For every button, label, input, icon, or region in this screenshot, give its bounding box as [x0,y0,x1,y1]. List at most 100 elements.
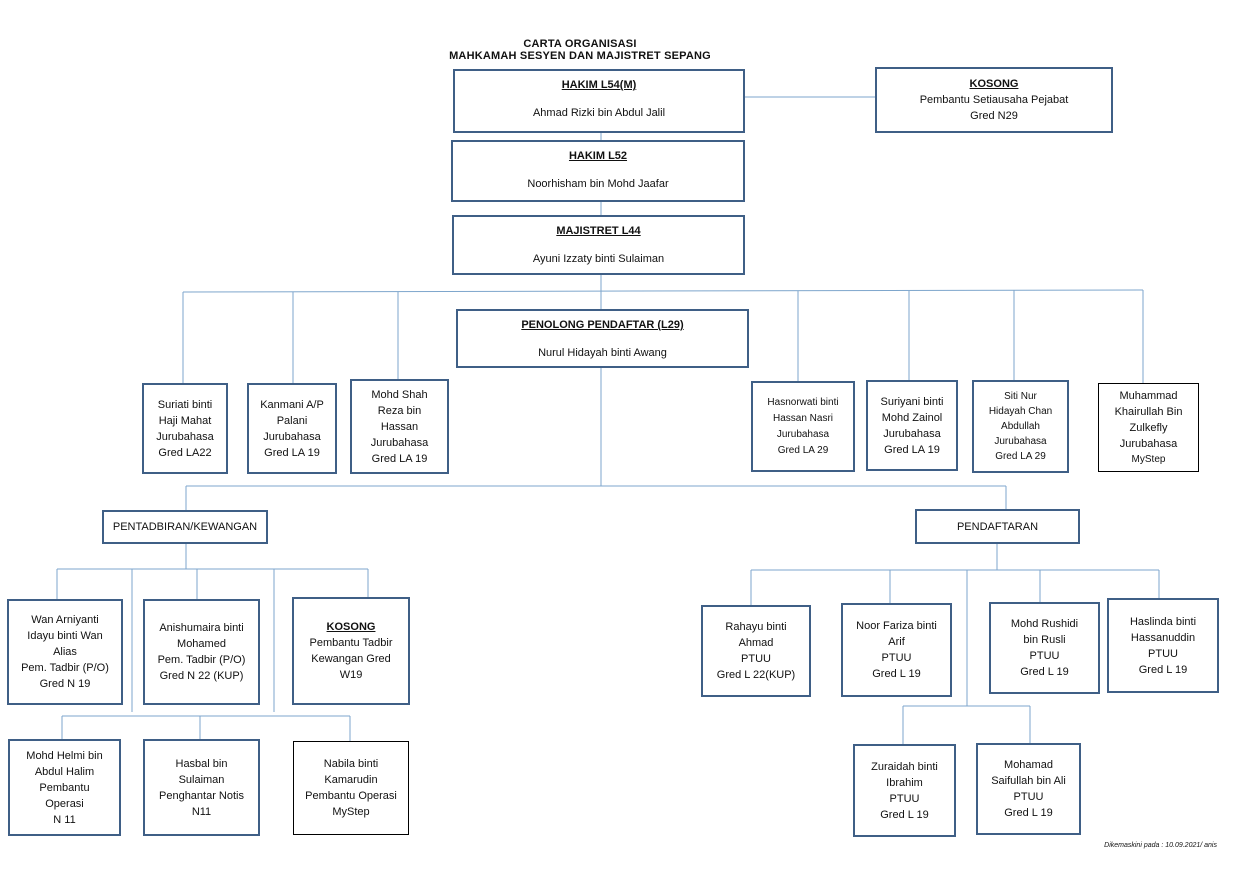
box-line: Pem. Tadbir (P/O) [21,662,109,674]
box-line: Gred LA 19 [884,443,940,456]
box-line: Idayu binti Wan [27,630,103,642]
box-line: Sulaiman [178,773,225,786]
box-line: Pembantu Tadbir [309,637,393,649]
box-line: Wan Arniyanti [31,614,99,626]
box-line: Gred N29 [970,110,1018,122]
box-line: Jurubahasa [263,430,321,443]
box-line: N11 [191,805,212,818]
box-line: W19 [339,669,363,681]
box-line: PTUU [889,792,920,805]
box-line: Nabila binti [323,758,379,770]
box-line: PENDAFTARAN [956,520,1039,533]
box-rahayu: Rahayu binti Ahmad PTUU Gred L 22(KUP) [701,605,811,697]
box-line: Hassan Nasri [772,412,834,424]
box-line: Jurubahasa [370,436,429,449]
box-line: PTUU [741,653,771,665]
box-line: Noorhisham bin Mohd Jaafar [527,178,669,190]
box-suriati: Suriati binti Haji Mahat Jurubahasa Gred… [142,383,228,474]
box-line: Kamarudin [324,774,378,786]
box-line: Gred L 19 [1020,666,1069,678]
box-hasbal: Hasbal bin Sulaiman Penghantar Notis N11 [143,739,260,836]
box-line: Gred LA 29 [995,451,1046,462]
box-line: N 11 [53,813,76,826]
box-line: Mohd Helmi bin [26,749,103,762]
box-line: Penghantar Notis [159,789,244,802]
box-line: Ibrahim [886,776,923,789]
box-line: Ahmad Rizki bin Abdul Jalil [532,107,666,119]
box-hakim-l54: HAKIM L54(M) Ahmad Rizki bin Abdul Jalil [453,69,745,133]
box-line: Jurubahasa [156,430,214,443]
box-line: PTUU [1029,650,1060,662]
box-line: Hasbal bin [175,757,228,770]
box-line: Ahmad [738,637,774,649]
box-line: Gred LA 19 [371,452,428,465]
box-line: Zuraidah binti [871,760,938,773]
box-line: Arif [888,636,905,648]
box-line: Zulkefly [1129,421,1168,434]
box-line: Pem. Tadbir (P/O) [157,654,246,666]
box-line: Hassanuddin [1130,631,1196,644]
box-line: Hasnorwati binti [767,396,839,408]
box-kosong-w19: KOSONG Pembantu Tadbir Kewangan Gred W19 [292,597,410,705]
box-heading: HAKIM L54(M) [561,79,637,91]
updated-note: Dikemaskini pada : 10.09.2021/ anis [1104,842,1217,849]
box-line: Siti Nur [1004,391,1037,402]
box-line: Gred N 22 (KUP) [159,670,244,682]
box-line: Mohamed [177,638,226,650]
box-siti-nur: Siti Nur Hidayah Chan Abdullah Jurubahas… [972,380,1069,473]
box-hakim-l52: HAKIM L52 Noorhisham bin Mohd Jaafar [451,140,745,202]
box-line: Gred LA 19 [264,446,320,459]
box-line: Abdullah [1001,421,1040,432]
chart-title-line1: CARTA ORGANISASI [523,38,637,50]
box-line: Kanmani A/P [260,398,324,411]
box-line: Gred L 19 [880,808,929,821]
box-line: Haji Mahat [158,414,212,427]
box-line: Gred LA 29 [777,444,829,456]
box-line: Hassan [380,420,419,433]
box-line: Rahayu binti [725,621,787,633]
box-line: Abdul Halim [34,765,95,778]
box-line: Haslinda binti [1129,615,1197,628]
box-line: Jurubahasa [883,427,941,440]
box-line: Suriati binti [157,398,213,411]
box-line: Khairullah Bin [1114,405,1183,418]
box-line: Alias [53,646,77,658]
box-suriyani: Suriyani binti Mohd Zainol Jurubahasa Gr… [866,380,958,471]
box-mohd-shah: Mohd Shah Reza bin Hassan Jurubahasa Gre… [350,379,449,474]
box-line: Pembantu Setiausaha Pejabat [919,94,1069,106]
box-zuraidah: Zuraidah binti Ibrahim PTUU Gred L 19 [853,744,956,837]
box-line: Gred L 19 [872,668,921,680]
box-line: Jurubahasa [776,428,830,440]
box-pendaftaran: PENDAFTARAN [915,509,1080,544]
box-noor-fariza: Noor Fariza binti Arif PTUU Gred L 19 [841,603,952,697]
box-muhammad-khairullah: Muhammad Khairullah Bin Zulkefly Jurubah… [1098,383,1199,472]
box-line: Reza bin [377,404,422,417]
box-kosong-top: KOSONG Pembantu Setiausaha Pejabat Gred … [875,67,1113,133]
box-line: Hidayah Chan [988,406,1053,417]
box-line: Mohamad [1004,759,1053,771]
box-line: Operasi [45,797,84,810]
box-line: Gred N 19 [39,678,91,690]
box-line: Mohd Zainol [881,411,943,424]
box-heading: HAKIM L52 [568,150,628,162]
box-wan-arniyanti: Wan Arniyanti Idayu binti Wan Alias Pem.… [7,599,123,705]
box-mohamad-saifullah: Mohamad Saifullah bin Ali PTUU Gred L 19 [976,743,1081,835]
box-line: Gred L 22(KUP) [716,669,796,681]
box-heading: PENOLONG PENDAFTAR (L29) [521,319,684,331]
box-line: Pembantu [39,781,90,794]
box-line: PTUU [881,652,912,664]
box-line: Muhammad [1119,389,1178,402]
box-haslinda: Haslinda binti Hassanuddin PTUU Gred L 1… [1107,598,1219,693]
box-penolong-pendaftar: PENOLONG PENDAFTAR (L29) Nurul Hidayah b… [456,309,749,368]
box-line: Ayuni Izzaty binti Sulaiman [532,253,665,265]
chart-title-line2: MAHKAMAH SESYEN DAN MAJISTRET SEPANG [449,50,711,62]
box-line: Gred L 19 [1138,663,1188,676]
box-line: PTUU [1148,647,1178,660]
box-kanmani: Kanmani A/P Palani Jurubahasa Gred LA 19 [247,383,337,474]
box-line: Kewangan Gred [311,653,391,665]
box-nabila: Nabila binti Kamarudin Pembantu Operasi … [293,741,409,835]
box-line: Jurubahasa [994,436,1047,447]
box-heading: KOSONG [969,78,1019,90]
box-line: bin Rusli [1023,634,1066,646]
